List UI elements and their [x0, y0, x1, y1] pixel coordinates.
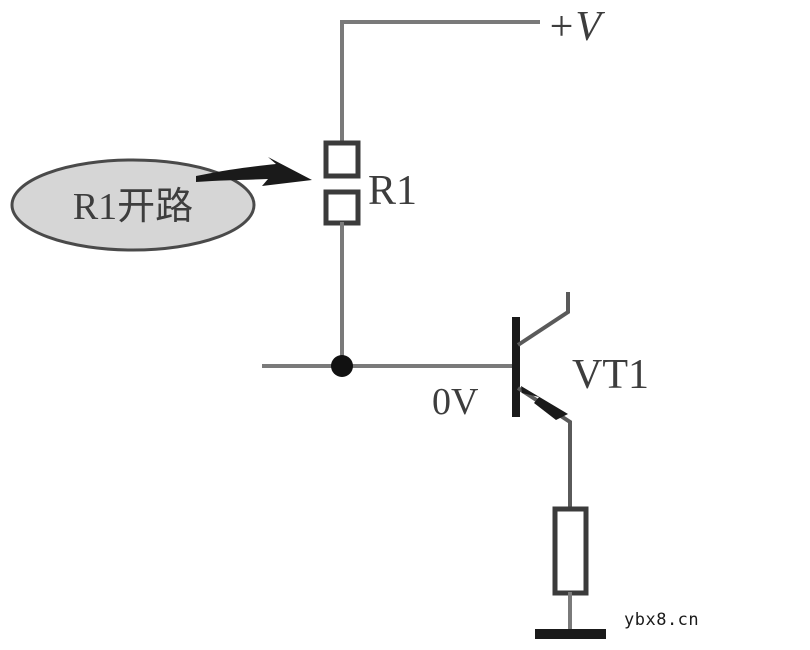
callout-annotation: R1开路 — [10, 158, 256, 252]
junction-dot — [331, 355, 353, 377]
supply-label: +V — [547, 4, 605, 50]
resistor-r1-label: R1 — [368, 168, 417, 214]
ground-symbol — [535, 629, 606, 639]
resistor-r1-lower-square — [323, 189, 361, 226]
load-resistor-body — [552, 506, 589, 596]
transistor-collector-lead — [516, 292, 570, 347]
transistor-emitter-arrow-icon — [521, 386, 568, 420]
callout-arrow-icon — [196, 157, 312, 186]
ground-bar — [535, 629, 606, 639]
callout-label: R1开路 — [73, 186, 193, 228]
supply-rail-wire — [340, 20, 540, 143]
resistor-r1 — [323, 140, 361, 366]
watermark: ybx8.cn — [624, 610, 699, 630]
node-voltage-label: 0V — [432, 381, 479, 423]
callout-ellipse — [10, 158, 256, 252]
transistor-label: VT1 — [572, 352, 649, 398]
resistor-r1-upper-square — [323, 140, 361, 179]
load-resistor — [552, 506, 589, 631]
callout-pointer — [196, 157, 312, 186]
transistor-vt1 — [512, 292, 572, 509]
transistor-emitter-lead — [516, 386, 572, 509]
base-node-wire — [262, 355, 520, 377]
